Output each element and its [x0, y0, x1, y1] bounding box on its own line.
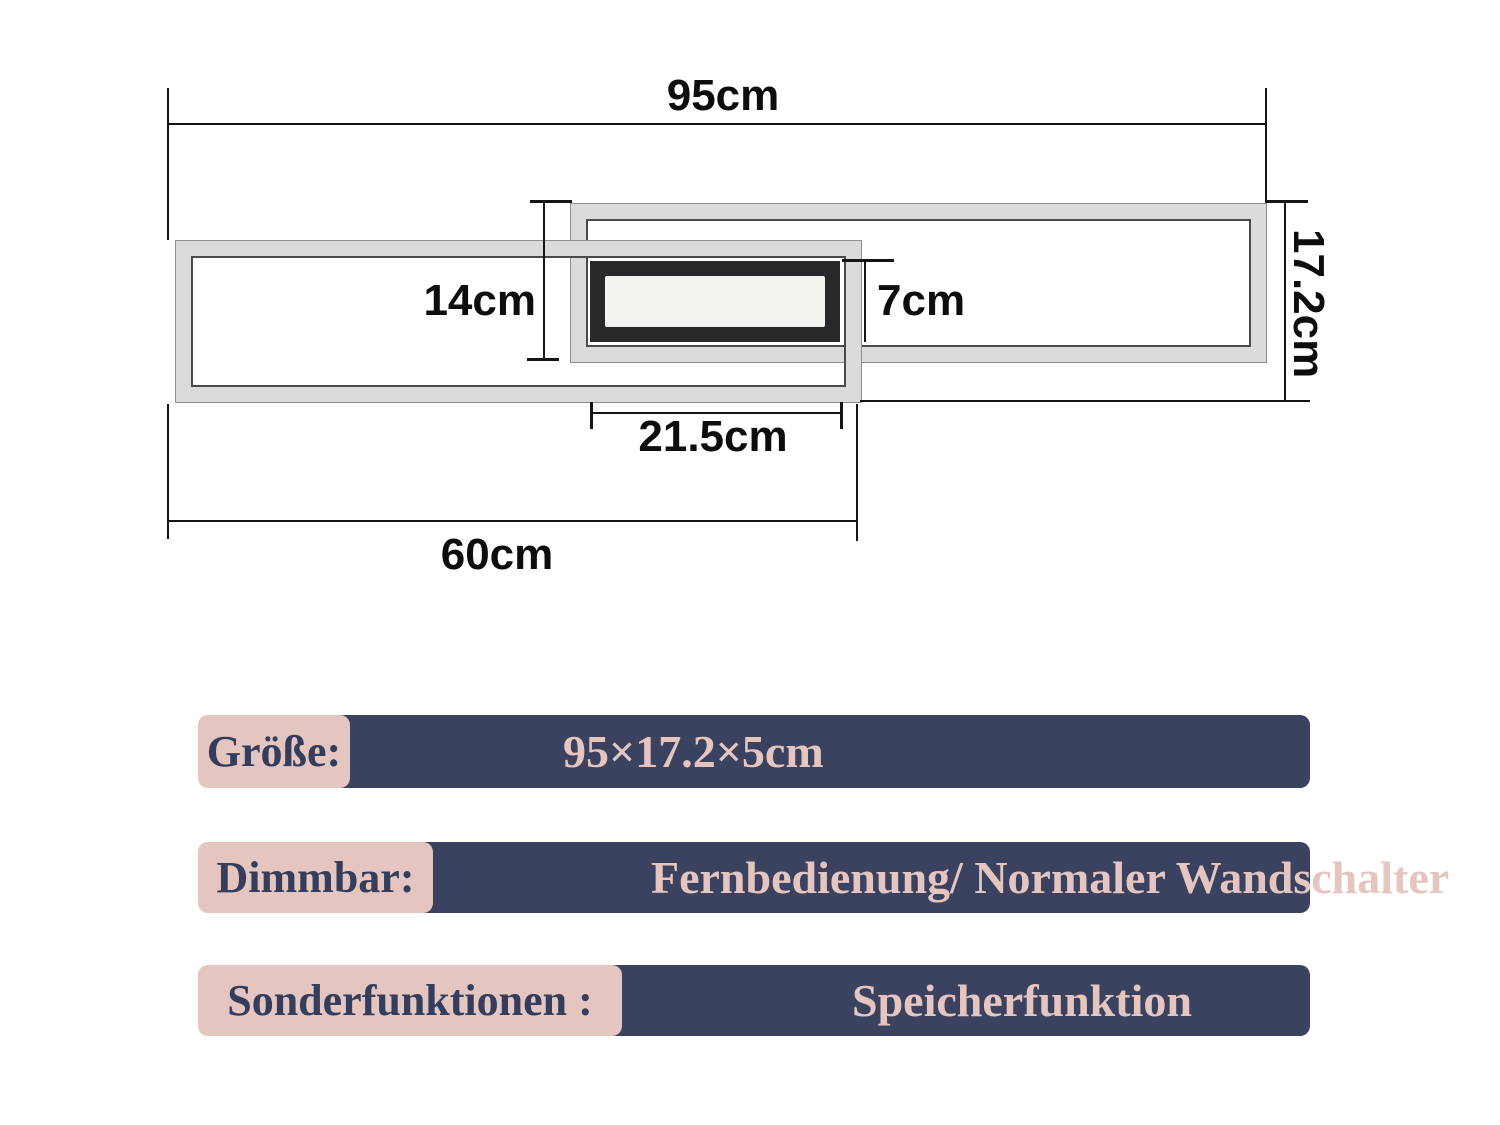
led-driver-box	[590, 261, 840, 342]
dim-total-width-ext-right	[1265, 88, 1267, 203]
dim-driver-width-line	[591, 412, 843, 414]
dim-driver-height-tick	[842, 259, 894, 262]
dim-lower-frame-width-ext-left	[167, 404, 169, 539]
dim-lower-frame-width-line	[167, 520, 858, 522]
dim-total-width-line	[167, 123, 1267, 125]
spec-value-special-functions: Speicherfunktion	[852, 975, 1192, 1026]
dim-total-height-tick-top	[1266, 200, 1308, 203]
spec-row-special-functions: Sonderfunktionen : Speicherfunktion	[198, 965, 1310, 1036]
spec-bar-dimmable	[258, 842, 1310, 913]
dim-total-height-line	[1284, 202, 1286, 402]
spec-value-dimmable: Fernbedienung/ Normaler Wandschalter	[651, 852, 1450, 903]
dim-lower-frame-width-ext-right	[856, 404, 858, 541]
dim-total-height-label: 17.2cm	[1284, 229, 1333, 379]
dim-driver-height-line	[864, 261, 866, 342]
dim-frame-height-line	[543, 202, 545, 360]
spec-label-size: Größe:	[198, 715, 350, 788]
dim-lower-frame-width-label: 60cm	[440, 530, 554, 579]
dim-total-width-ext-left	[167, 88, 169, 240]
dim-driver-height-label: 7cm	[877, 276, 966, 325]
spec-label-dimmable: Dimmbar:	[198, 842, 433, 913]
spec-label-special-functions: Sonderfunktionen :	[198, 965, 622, 1036]
dim-driver-width-tick-left	[590, 402, 593, 429]
dim-frame-height-tick-top	[530, 200, 572, 203]
dim-driver-width-tick-right	[840, 402, 843, 429]
dim-total-height-ext-bottom	[860, 400, 1310, 402]
dim-frame-height-label: 14cm	[423, 276, 536, 325]
lower-led-frame	[175, 240, 862, 403]
dim-driver-width-label: 21.5cm	[638, 412, 788, 461]
spec-bar-size	[258, 715, 1310, 788]
spec-value-size: 95×17.2×5cm	[563, 726, 824, 777]
dim-total-width-label: 95cm	[666, 71, 780, 120]
dim-frame-height-tick-bottom	[527, 358, 559, 361]
led-driver-panel	[605, 276, 825, 327]
spec-row-dimmable: Dimmbar: Fernbedienung/ Normaler Wandsch…	[198, 842, 1449, 913]
spec-row-size: Größe: 95×17.2×5cm	[198, 715, 1310, 788]
upper-led-frame	[570, 203, 1267, 363]
